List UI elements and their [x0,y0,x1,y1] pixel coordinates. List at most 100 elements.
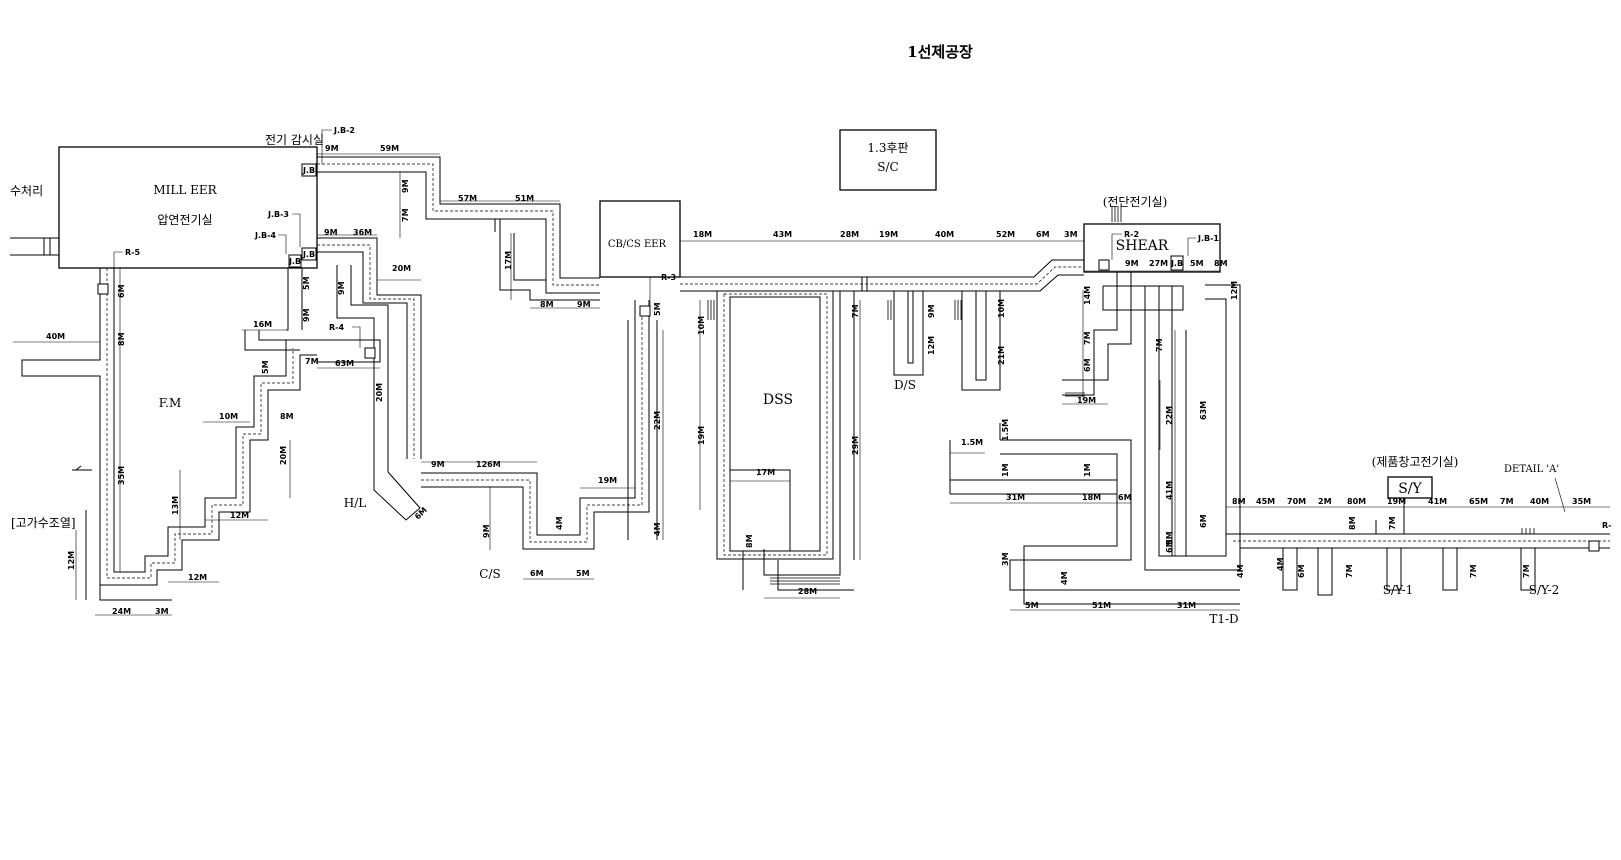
svg-text:8M: 8M [1232,497,1246,506]
svg-text:9M: 9M [1125,259,1139,268]
svg-text:7M: 7M [1155,338,1164,352]
svg-text:40M: 40M [46,332,65,341]
svg-text:65M: 65M [1469,497,1488,506]
svg-text:19M: 19M [1387,497,1406,506]
junction-boxes: J.B J.B J.B J.B [288,163,1184,271]
svg-text:22M: 22M [653,411,662,430]
sc-label-1: 1.3후판 [867,141,908,155]
dss-label: DSS [763,392,793,408]
svg-text:6M: 6M [1297,564,1306,578]
svg-text:1.5M: 1.5M [1001,419,1010,441]
arrow-left-icon [74,465,92,471]
monitor-room-label: 전기 감시실 [265,133,324,147]
hl-label: H/L [344,496,367,510]
svg-text:13M: 13M [171,496,180,515]
svg-text:51M: 51M [515,194,534,203]
svg-text:31M: 31M [1177,601,1196,610]
shear-label: SHEAR [1116,238,1169,254]
svg-text:20M: 20M [375,383,384,402]
svg-text:9M: 9M [324,228,338,237]
svg-text:19M: 19M [879,230,898,239]
mill-eer-label: MILL EER [153,183,217,197]
dimension-labels: 9M 59M 9M 7M 57M 51M 9M 36M 20M 17M 8M 9… [46,144,1591,616]
svg-text:4M: 4M [1060,571,1069,585]
svg-text:19M: 19M [697,426,706,445]
svg-text:14M: 14M [1083,286,1092,305]
svg-text:126M: 126M [476,460,501,469]
svg-text:17M: 17M [756,468,775,477]
svg-text:10M: 10M [219,412,238,421]
sy2-label: S/Y-2 [1529,583,1560,597]
svg-text:3M: 3M [1001,552,1010,566]
svg-text:41M: 41M [1165,481,1174,500]
sy-label: S/Y [1398,481,1422,497]
svg-text:36M: 36M [353,228,372,237]
cbcs-eer-label: CB/CS EER [608,239,667,250]
svg-text:6M: 6M [1165,539,1174,553]
svg-text:8M: 8M [540,300,554,309]
svg-text:52M: 52M [996,230,1015,239]
svg-text:35M: 35M [117,466,126,485]
svg-text:22M: 22M [1165,406,1174,425]
r2-label: R-2 [1124,230,1139,239]
svg-text:7M: 7M [1083,331,1092,345]
t1d-label: T1-D [1209,612,1238,626]
svg-text:40M: 40M [1530,497,1549,506]
r-markers [97,259,1600,552]
svg-text:18M: 18M [1082,493,1101,502]
svg-text:6M: 6M [1083,358,1092,372]
svg-text:1M: 1M [1001,463,1010,477]
svg-text:18M: 18M [693,230,712,239]
svg-text:1M: 1M [1083,463,1092,477]
svg-text:7M: 7M [1500,497,1514,506]
ds-label: D/S [894,378,916,392]
svg-text:12M: 12M [230,511,249,520]
svg-text:40M: 40M [935,230,954,239]
svg-text:5M: 5M [576,569,590,578]
svg-text:12M: 12M [927,336,936,355]
svg-text:1.5M: 1.5M [961,438,983,447]
svg-text:7M: 7M [1388,516,1397,530]
water-treatment-label: 수처리 [10,184,43,198]
svg-text:8M: 8M [745,534,754,548]
svg-text:63M: 63M [1199,401,1208,420]
sc-room [839,129,937,191]
svg-text:29M: 29M [851,436,860,455]
svg-text:9M: 9M [927,304,936,318]
svg-text:51M: 51M [1092,601,1111,610]
svg-text:24M: 24M [112,607,131,616]
r5-label: R-5 [125,248,140,257]
svg-text:80M: 80M [1347,497,1366,506]
svg-text:8M: 8M [1214,259,1228,268]
svg-text:6M: 6M [117,284,126,298]
cbcs-eer-room [599,200,681,278]
svg-text:28M: 28M [798,587,817,596]
mill-eer-kr-label: 압연전기실 [157,213,212,227]
svg-text:9M: 9M [337,281,346,295]
svg-text:41M: 41M [1428,497,1447,506]
svg-text:5M: 5M [302,276,311,290]
shear-kr-label: (전단전기실) [1103,195,1168,209]
svg-text:5M: 5M [1165,531,1174,545]
svg-text:70M: 70M [1287,497,1306,506]
svg-text:7M: 7M [1469,564,1478,578]
svg-text:12M: 12M [67,551,76,570]
dimension-lines [13,153,1610,616]
cs-label: C/S [479,567,500,581]
svg-text:21M: 21M [997,346,1006,365]
page-title: 1선제공장 [907,43,973,61]
svg-text:8M: 8M [1348,516,1357,530]
svg-text:4M: 4M [1236,564,1245,578]
svg-text:8M: 8M [117,332,126,346]
detail-a-leader [1554,477,1566,513]
r4-label: R-4 [329,323,344,332]
svg-text:31M: 31M [1006,493,1025,502]
mill-eer-room [58,146,318,269]
r-end-label: R- [1602,521,1611,530]
jb1-label: J.B-1 [1197,234,1219,243]
svg-text:7M: 7M [305,357,319,366]
svg-text:10M: 10M [997,299,1006,318]
svg-text:17M: 17M [504,251,513,270]
svg-text:12M: 12M [1230,281,1239,300]
